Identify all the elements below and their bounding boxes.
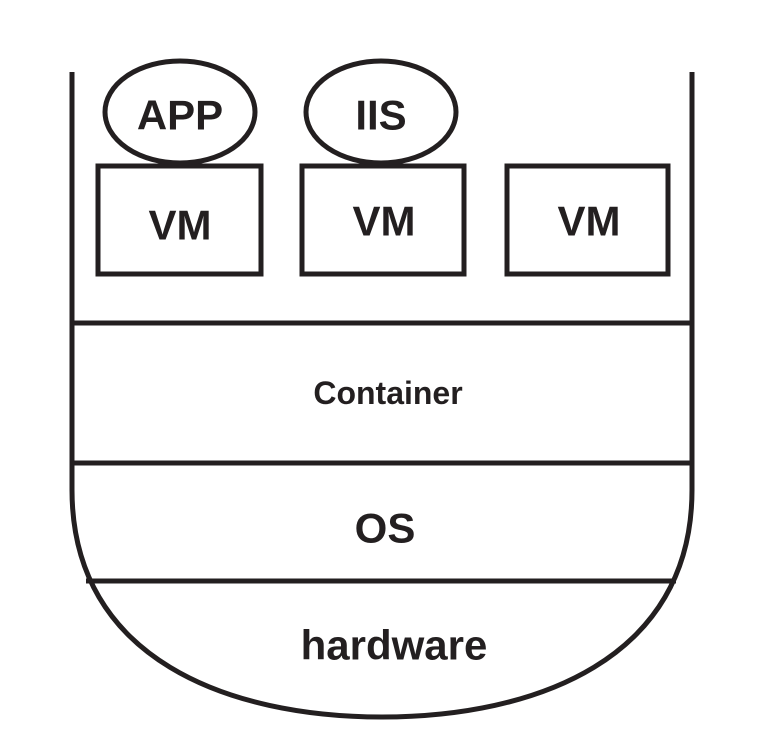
stack-outline xyxy=(69,72,695,720)
app-ellipse-app xyxy=(102,58,258,166)
vm-box-2 xyxy=(299,163,467,277)
app-ellipse-iis xyxy=(303,58,459,166)
vm-label-2: VM xyxy=(353,198,416,245)
app-label-iis: IIS xyxy=(355,92,406,139)
layer-label-hardware: hardware xyxy=(301,622,488,669)
vm-label-1: VM xyxy=(149,202,212,249)
layer-label-container: Container xyxy=(313,375,462,411)
vm-box-1 xyxy=(95,163,264,277)
app-label-app: APP xyxy=(137,92,223,139)
vm-label-3: VM xyxy=(558,198,621,245)
layer-label-os: OS xyxy=(355,505,416,552)
vm-box-3 xyxy=(504,163,671,277)
